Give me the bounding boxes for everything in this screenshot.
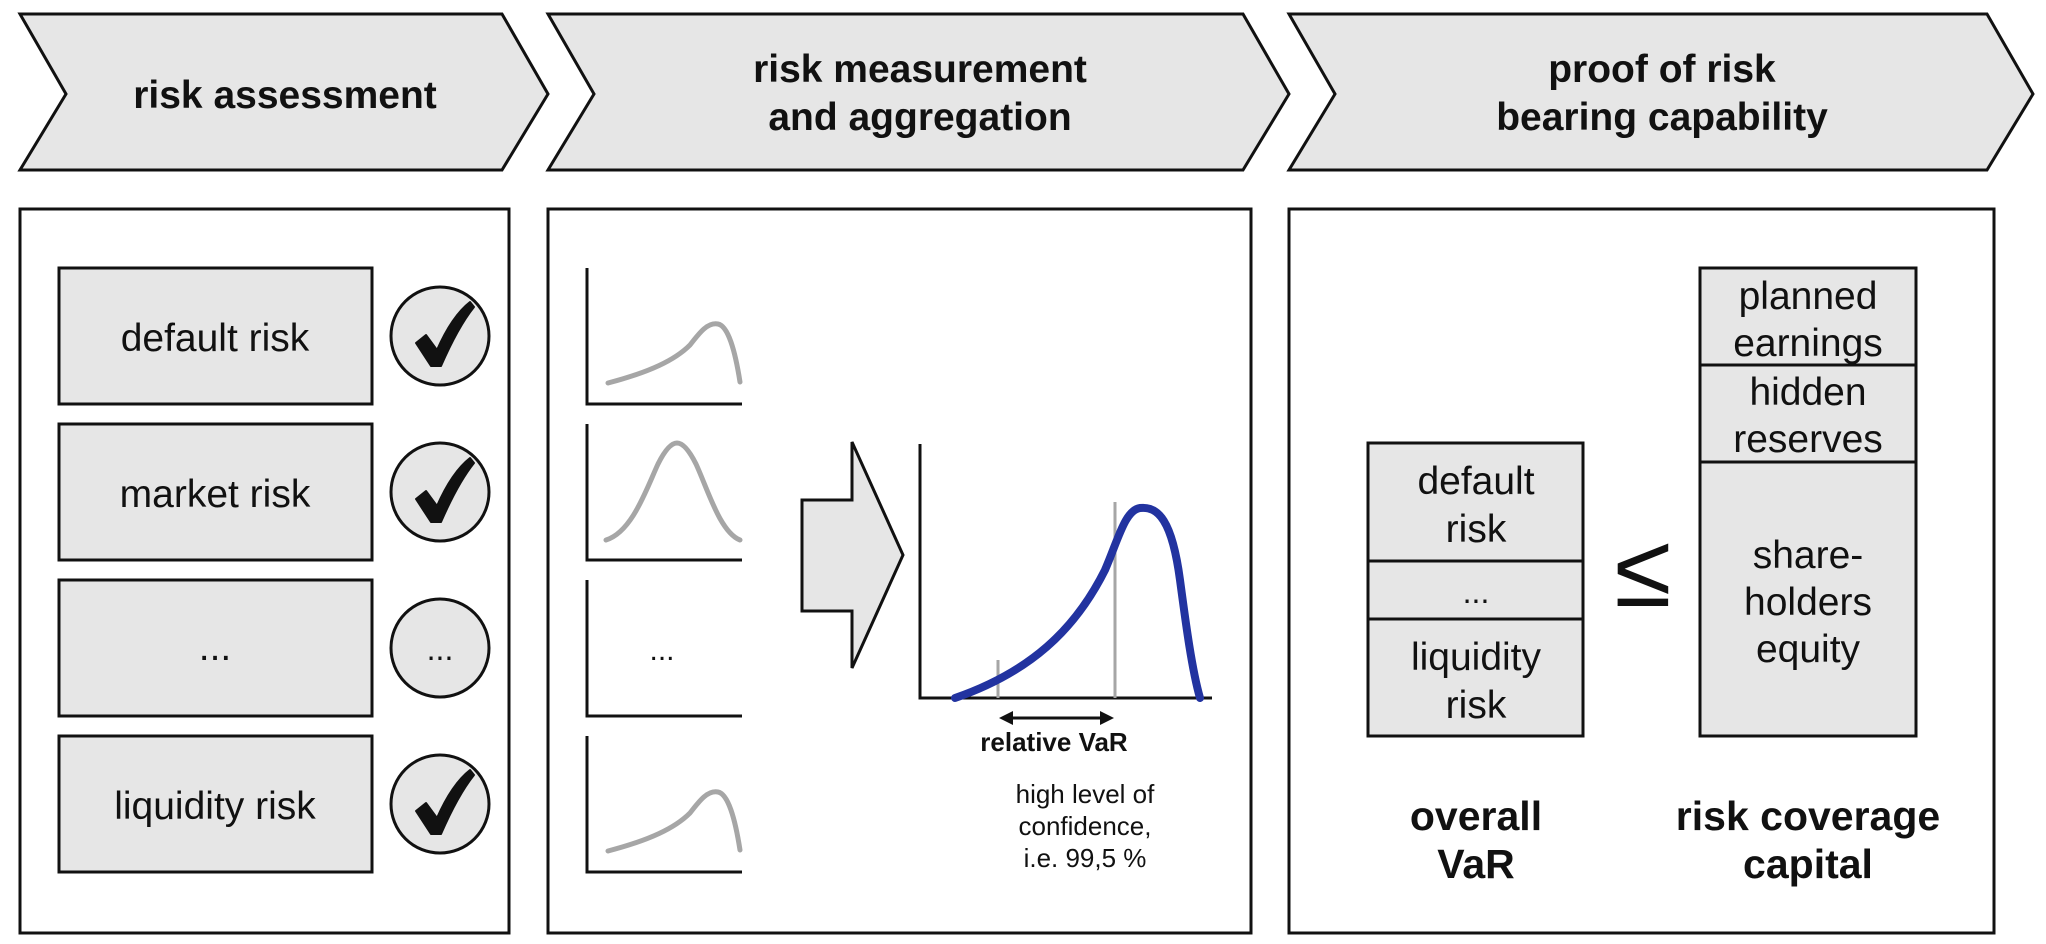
step-title-line1: proof of risk bbox=[1548, 48, 1776, 91]
capital-caption-line2: capital bbox=[1743, 841, 1873, 887]
risk-box bbox=[57, 734, 374, 874]
chevron-arrow bbox=[17, 12, 550, 172]
step-title-line2: and aggregation bbox=[768, 96, 1071, 139]
distribution-curve bbox=[605, 789, 743, 854]
checkmark-icon bbox=[415, 457, 475, 523]
var-stack-frame bbox=[1366, 441, 1585, 738]
chart-axes bbox=[585, 268, 742, 406]
capital-item-equity-line3: equity bbox=[1756, 628, 1861, 671]
assessment-panel: default risk market risk ... ... liquidi… bbox=[18, 207, 511, 935]
capital-item-earnings-line1: planned bbox=[1739, 275, 1878, 318]
overall-var-caption-line2: VaR bbox=[1437, 841, 1515, 887]
status-ellipsis: ... bbox=[427, 631, 454, 667]
var-item-liquidity-line1: liquidity bbox=[1411, 636, 1542, 679]
step-risk-assessment: risk assessment bbox=[17, 12, 550, 172]
checkmark-icon bbox=[415, 769, 475, 835]
risk-box bbox=[57, 422, 374, 562]
chart-axes bbox=[585, 736, 742, 874]
risk-item-default: default risk bbox=[57, 266, 491, 406]
capital-item-reserves-line2: reserves bbox=[1733, 418, 1883, 461]
capital-stack: planned earnings hidden reserves share- … bbox=[1698, 266, 1918, 738]
aggregation-arrow-icon bbox=[800, 441, 905, 669]
status-circle bbox=[389, 285, 491, 387]
var-stack: default risk ... liquidity risk bbox=[1366, 441, 1585, 738]
capital-item-reserves-line1: hidden bbox=[1749, 371, 1866, 414]
risk-item-market: market risk bbox=[57, 422, 491, 562]
risk-item-other: ... ... bbox=[57, 578, 491, 718]
capital-item-earnings-line2: earnings bbox=[1733, 322, 1883, 365]
distribution-chart-market bbox=[585, 424, 743, 562]
risk-label: liquidity risk bbox=[114, 785, 316, 828]
var-item-ellipsis: ... bbox=[1463, 574, 1490, 610]
distribution-chart-default bbox=[585, 268, 743, 406]
distribution-curve bbox=[603, 440, 743, 543]
panel-frame bbox=[546, 207, 1253, 935]
var-item-default-line2: risk bbox=[1446, 508, 1507, 551]
capital-item-equity-line2: holders bbox=[1744, 581, 1872, 624]
capital-item-equity-line1: share- bbox=[1753, 534, 1864, 577]
aggregate-distribution-curve bbox=[951, 503, 1204, 702]
chevron-arrow bbox=[1286, 12, 2035, 172]
risk-box bbox=[57, 578, 374, 718]
var-item-default-line1: default bbox=[1417, 460, 1534, 503]
aggregate-loss-chart: relative VaR high level of confidence, i… bbox=[918, 444, 1212, 873]
arrowhead-right-icon bbox=[1100, 711, 1114, 725]
var-item-liquidity-line2: risk bbox=[1446, 684, 1507, 727]
confidence-line3: i.e. 99,5 % bbox=[1024, 843, 1147, 873]
capital-stack-frame bbox=[1698, 266, 1918, 738]
risk-item-liquidity: liquidity risk bbox=[57, 734, 491, 874]
chart-ellipsis: ... bbox=[649, 634, 674, 667]
capital-caption-line1: risk coverage bbox=[1676, 793, 1940, 839]
status-circle bbox=[389, 441, 491, 543]
risk-box bbox=[57, 266, 374, 406]
step-title-line2: bearing capability bbox=[1496, 96, 1828, 139]
risk-label: ... bbox=[199, 626, 232, 669]
distribution-chart-liquidity bbox=[585, 736, 743, 874]
chart-axes bbox=[585, 580, 742, 718]
distribution-chart-other: ... bbox=[585, 580, 742, 718]
distribution-curve bbox=[605, 321, 743, 386]
less-or-equal-symbol: ≤ bbox=[1614, 513, 1671, 629]
arrowhead-left-icon bbox=[999, 711, 1013, 725]
measurement-panel: ... relative VaR high level of confidenc… bbox=[546, 207, 1253, 935]
checkmark-icon bbox=[415, 301, 475, 367]
status-circle bbox=[389, 753, 491, 855]
relative-var-label: relative VaR bbox=[980, 727, 1128, 757]
step-title: risk assessment bbox=[133, 74, 437, 117]
chevron-arrow bbox=[545, 12, 1291, 172]
step-proof-of-capability: proof of risk bearing capability bbox=[1286, 12, 2035, 172]
step-title-line1: risk measurement bbox=[753, 48, 1087, 91]
capability-panel: default risk ... liquidity risk ≤ planne… bbox=[1287, 207, 1996, 935]
confidence-line2: confidence, bbox=[1019, 811, 1152, 841]
risk-label: default risk bbox=[121, 317, 310, 360]
risk-label: market risk bbox=[120, 473, 311, 516]
overall-var-caption-line1: overall bbox=[1410, 793, 1542, 839]
status-circle bbox=[389, 597, 491, 699]
step-risk-measurement: risk measurement and aggregation bbox=[545, 12, 1291, 172]
chart-axes bbox=[585, 424, 742, 562]
confidence-line1: high level of bbox=[1016, 779, 1156, 809]
